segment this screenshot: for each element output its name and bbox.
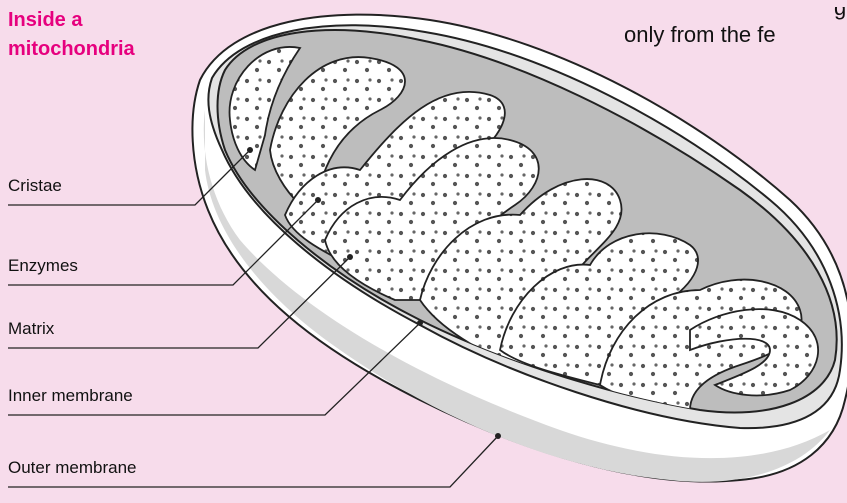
- label-inner-membrane: Inner membrane: [8, 386, 133, 406]
- label-cristae: Cristae: [8, 176, 62, 196]
- label-outer-membrane: Outer membrane: [8, 458, 137, 478]
- label-enzymes: Enzymes: [8, 256, 78, 276]
- label-matrix: Matrix: [8, 319, 54, 339]
